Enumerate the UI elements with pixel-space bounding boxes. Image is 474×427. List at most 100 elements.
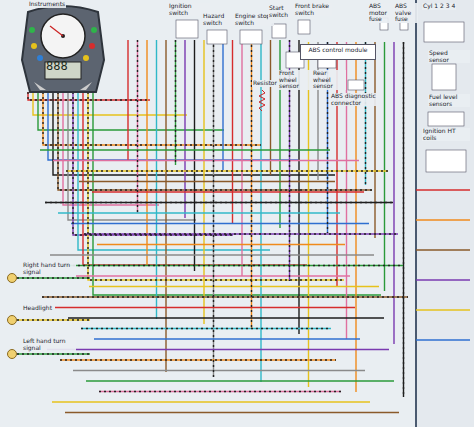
wire bbox=[66, 170, 388, 171]
wire bbox=[93, 92, 381, 295]
wire bbox=[416, 189, 470, 190]
wire bbox=[89, 286, 379, 287]
wire bbox=[45, 202, 393, 203]
wire bbox=[279, 40, 280, 228]
wire bbox=[127, 40, 128, 160]
wire bbox=[416, 279, 470, 280]
component-label: ABS valve fuse bbox=[394, 3, 418, 23]
wire bbox=[40, 149, 330, 150]
wire-tracer bbox=[213, 40, 214, 377]
component-label: Hazard switch bbox=[202, 13, 238, 26]
wire bbox=[52, 401, 370, 402]
wire bbox=[232, 40, 233, 223]
wire-tracer bbox=[365, 42, 366, 185]
wire bbox=[146, 40, 147, 266]
wire bbox=[260, 40, 261, 382]
wire bbox=[194, 40, 195, 271]
wire bbox=[73, 370, 365, 371]
wire bbox=[58, 92, 372, 190]
wire bbox=[156, 40, 157, 319]
wire bbox=[213, 40, 214, 377]
wire-tracer bbox=[66, 170, 388, 171]
component-label: Rear wheel sensor bbox=[312, 70, 346, 90]
wire bbox=[60, 359, 336, 360]
wire bbox=[71, 223, 369, 224]
wire bbox=[33, 92, 187, 115]
wire bbox=[97, 244, 345, 245]
instrument-cluster: Instruments 888 bbox=[22, 0, 106, 94]
wire bbox=[92, 191, 364, 192]
wire bbox=[416, 309, 470, 310]
wire bbox=[374, 42, 375, 238]
wire bbox=[88, 92, 344, 280]
wire-tracer bbox=[137, 40, 138, 213]
wire-tracer bbox=[81, 328, 331, 329]
wire bbox=[17, 277, 90, 278]
wire-tracer bbox=[43, 92, 261, 145]
wire-tracer bbox=[84, 233, 398, 234]
wire-tracer bbox=[73, 92, 233, 235]
component-label: Cyl 1 2 3 4 bbox=[422, 3, 456, 10]
wire bbox=[384, 42, 385, 291]
component-label: Left hand turn signal bbox=[22, 338, 76, 351]
wire bbox=[416, 249, 470, 250]
wire bbox=[81, 328, 331, 329]
component-label: Speed sensor bbox=[428, 50, 470, 63]
component-label: Front wheel sensor bbox=[278, 70, 314, 90]
wire bbox=[17, 353, 90, 354]
wire-tracer bbox=[42, 296, 408, 297]
component-label: Fuel level sensors bbox=[428, 94, 470, 107]
wire bbox=[241, 40, 242, 276]
module-box: ABS control module bbox=[300, 44, 376, 60]
wire bbox=[55, 307, 355, 308]
wire-tracer bbox=[17, 277, 90, 278]
wire-tracer bbox=[175, 40, 176, 165]
wire bbox=[28, 92, 150, 100]
component-label: Resistor bbox=[252, 80, 278, 87]
component-name: Instruments bbox=[28, 1, 66, 8]
wire bbox=[53, 160, 359, 161]
module-name: ABS control module bbox=[304, 47, 372, 54]
component-label: Headlight bbox=[22, 305, 53, 312]
wire bbox=[165, 40, 166, 372]
resistor-symbol bbox=[259, 90, 265, 111]
wire-tracer bbox=[58, 92, 372, 190]
wire-tracer bbox=[45, 202, 393, 203]
wire bbox=[63, 265, 403, 266]
wire bbox=[68, 317, 384, 318]
wire bbox=[99, 391, 341, 392]
wire-tracer bbox=[63, 265, 403, 266]
wire bbox=[86, 380, 394, 381]
wire bbox=[65, 412, 399, 413]
wire bbox=[47, 349, 389, 350]
right-panel bbox=[416, 0, 474, 427]
wire bbox=[137, 40, 138, 213]
wire bbox=[403, 42, 404, 397]
wire bbox=[308, 42, 309, 387]
instrument-cluster bbox=[22, 6, 104, 92]
wire bbox=[94, 338, 360, 339]
wire bbox=[416, 219, 470, 220]
component-label: Ignition HT coils bbox=[422, 128, 470, 141]
wire-tracer bbox=[99, 391, 341, 392]
wire bbox=[393, 42, 394, 344]
wires bbox=[17, 40, 470, 413]
wire-tracer bbox=[28, 92, 150, 100]
wire bbox=[50, 254, 374, 255]
wire bbox=[270, 40, 271, 175]
wire bbox=[58, 212, 340, 213]
lcd-digits: 888 bbox=[46, 60, 68, 73]
wire bbox=[17, 319, 90, 320]
component-label: Front brake switch bbox=[294, 3, 332, 16]
wire bbox=[175, 40, 176, 165]
wire-tracer bbox=[403, 42, 404, 397]
switch-blocks bbox=[176, 18, 466, 172]
component-label: ABS motor fuse bbox=[368, 3, 396, 23]
wire-tracer bbox=[17, 319, 90, 320]
wire bbox=[42, 296, 408, 297]
wire bbox=[38, 92, 224, 130]
bulbs bbox=[8, 274, 17, 359]
wire bbox=[416, 339, 470, 340]
wire bbox=[365, 42, 366, 185]
